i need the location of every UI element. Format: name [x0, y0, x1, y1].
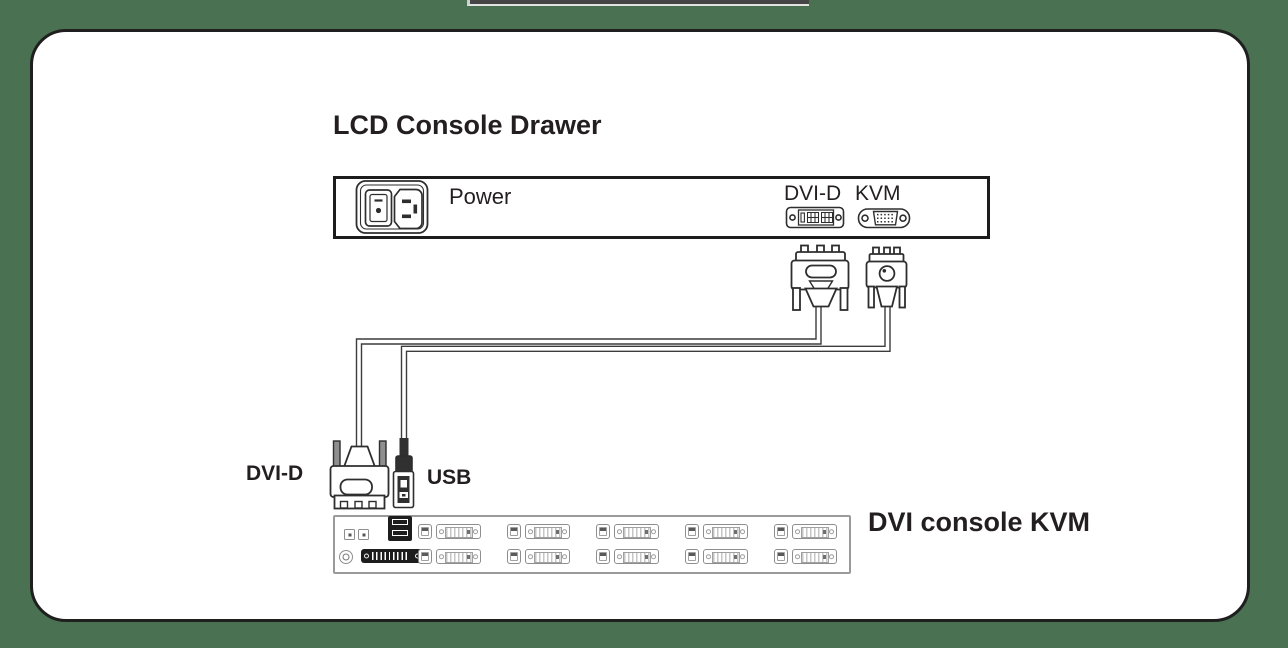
kvm-port-group [507, 524, 570, 539]
drawer-kvm-port-label: KVM [855, 182, 901, 205]
kvm-usb-cable-core [402, 300, 890, 452]
kvm-port-row-bottom [418, 549, 863, 564]
kvm-port-group [596, 524, 659, 539]
dvi-port-icon [785, 206, 845, 229]
dc-jack-icon [339, 550, 353, 564]
usb-b-port-icon [596, 524, 610, 539]
kvm-port-group [596, 549, 659, 564]
dvi-pin-slot [372, 552, 410, 560]
dvi-port-icon [703, 549, 748, 564]
diagram-title: LCD Console Drawer [333, 110, 602, 140]
dvi-male-down-connector-icon [329, 440, 390, 510]
kvm-port-row-top [418, 524, 863, 539]
dvi-port-icon [703, 524, 748, 539]
kvm-port-group [418, 524, 481, 539]
cutoff-window-remnant [467, 0, 809, 6]
kvm-usb-cable [400, 300, 891, 452]
kvm-button-icon [344, 529, 355, 540]
usb-stack-icon [388, 516, 412, 541]
usb-b-port-icon [507, 549, 521, 564]
usb-b-port-icon [507, 524, 521, 539]
kvm-port-group [507, 549, 570, 564]
usb-b-port-icon [418, 549, 432, 564]
usb-b-port-icon [418, 524, 432, 539]
usb-b-port-icon [685, 549, 699, 564]
dvi-port-icon [436, 549, 481, 564]
power-inlet-icon [355, 180, 429, 234]
kvm-port-group [774, 549, 837, 564]
power-label: Power [449, 184, 512, 209]
vga-port-icon [857, 208, 911, 229]
dvi-port-icon [614, 524, 659, 539]
kvm-port-group [685, 524, 748, 539]
kvm-switch-label: DVI console KVM [868, 507, 1091, 537]
kvm-port-group [774, 524, 837, 539]
diagram-panel [30, 29, 1250, 622]
dvi-port-icon [525, 549, 570, 564]
dvi-port-icon [792, 524, 837, 539]
usb-male-connector-icon [392, 438, 415, 509]
usb-b-port-icon [596, 549, 610, 564]
vga-male-connector-icon [865, 246, 908, 309]
dvi-port-icon [614, 549, 659, 564]
dvi-male-connector-icon [790, 244, 850, 311]
drawer-dvi-port-label: DVI-D [784, 182, 842, 205]
kvm-port-group [418, 549, 481, 564]
dvi-port-icon [525, 524, 570, 539]
dvi-cable [355, 298, 822, 450]
kvm-switch-rear-panel [333, 515, 851, 574]
kvm-port-group [685, 549, 748, 564]
dvi-cable-core [357, 298, 821, 450]
usb-b-port-icon [774, 524, 788, 539]
kvm-button-icon [358, 529, 369, 540]
usb-b-port-icon [685, 524, 699, 539]
lcd-drawer-rear-panel [333, 176, 990, 239]
dvi-port-icon [792, 549, 837, 564]
dvi-port-icon [436, 524, 481, 539]
usb-b-port-icon [774, 549, 788, 564]
cable-dvi-label: DVI-D [246, 462, 304, 485]
black-dvi-port-icon [361, 549, 422, 563]
cable-usb-label: USB [427, 466, 472, 489]
